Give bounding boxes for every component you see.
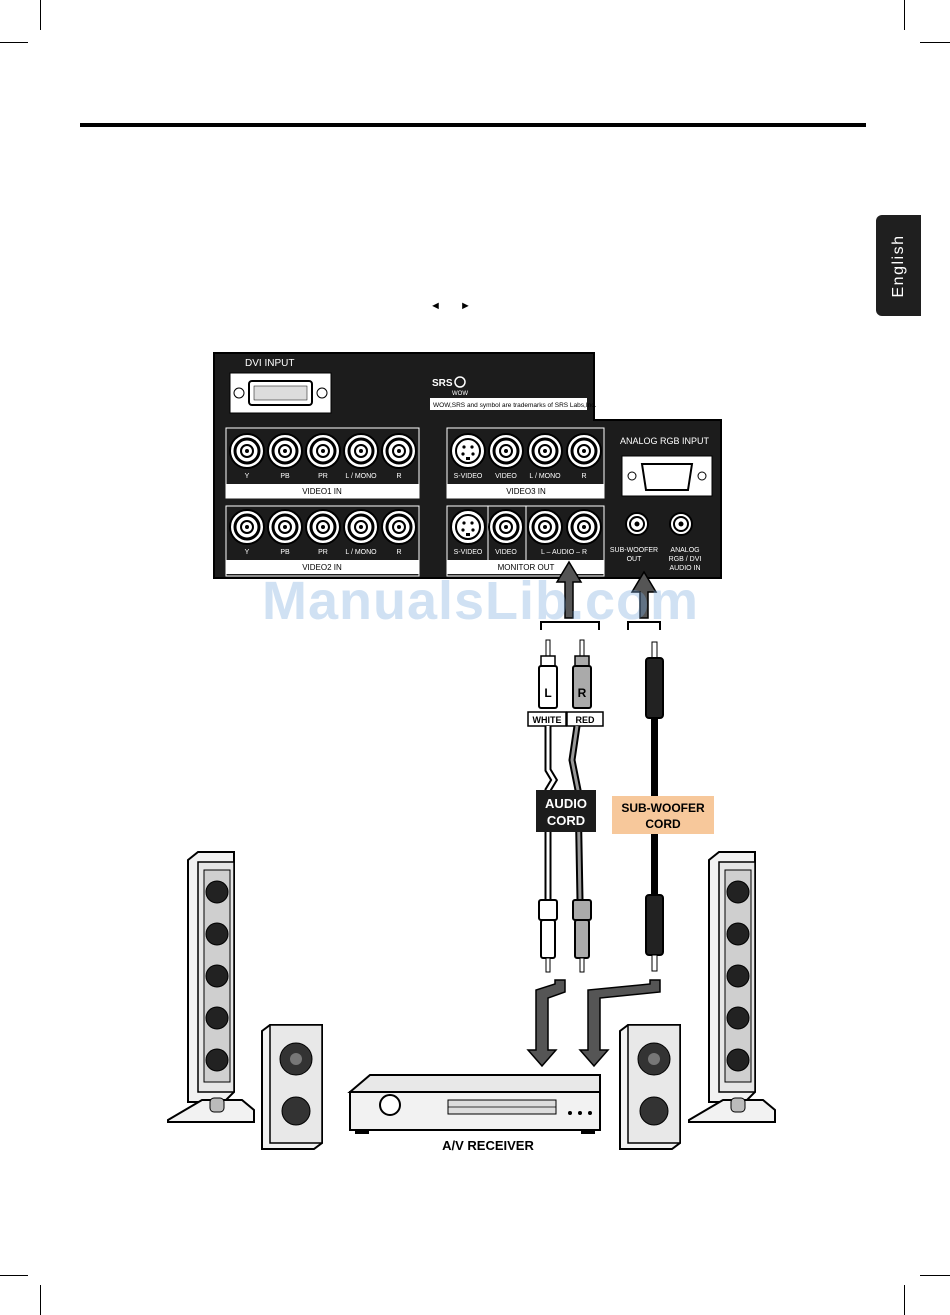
jack-label: R	[396, 549, 401, 556]
jack-label: PR	[318, 473, 328, 480]
analog-audio-label-3: AUDIO IN	[669, 565, 700, 572]
left-tower-speaker	[167, 851, 255, 1123]
header-rule	[80, 123, 866, 127]
analog-audio-label-2: RGB / DVI	[669, 556, 702, 563]
jack-label: L / MONO	[529, 473, 561, 480]
jack-label: R	[581, 473, 586, 480]
audio-cord-label-1: AUDIO	[545, 796, 587, 811]
bracket	[627, 621, 661, 630]
jack-label: Y	[245, 549, 250, 556]
analog-rgb-label: ANALOG RGB INPUT	[620, 436, 710, 446]
video3-group: S-VIDEO VIDEO L / MONO R VIDEO3 IN	[446, 427, 605, 499]
crop-mark	[904, 0, 905, 30]
plug-l-label: L	[544, 686, 551, 700]
audio-cord-label-2: CORD	[547, 813, 585, 828]
vga-port	[621, 455, 713, 497]
analog-audio-in-jack	[669, 512, 693, 536]
crop-mark	[40, 1285, 41, 1315]
srs-logo: SRS	[432, 378, 453, 389]
srs-wow: WOW	[452, 391, 468, 397]
analog-audio-label-1: ANALOG	[670, 547, 699, 554]
subwoofer-cord: SUB-WOOFER CORD	[612, 641, 714, 972]
plug-r-label: R	[578, 686, 587, 700]
jack-label: L – AUDIO – R	[541, 549, 587, 556]
jack-label: L / MONO	[345, 549, 377, 556]
av-receiver	[347, 1074, 601, 1134]
av-receiver-label: A/V RECEIVER	[442, 1138, 534, 1153]
jack-label: PR	[318, 549, 328, 556]
audio-cord: L R WHITE RED AUDIO CORD	[527, 639, 604, 973]
jack-label: Y	[245, 473, 250, 480]
jack-label: VIDEO	[495, 473, 517, 480]
monitor-out-title: MONITOR OUT	[498, 563, 555, 572]
video1-title: VIDEO1 IN	[302, 487, 342, 496]
rear-panel: DVI INPUT SRS WOW WOW,SRS and symbol are…	[213, 352, 722, 579]
video2-group: Y PB PR L / MONO R VIDEO2 IN	[225, 505, 420, 577]
jack-label: L / MONO	[345, 473, 377, 480]
monitor-out-group: S-VIDEO VIDEO L – AUDIO – R MONITOR OUT	[446, 505, 605, 577]
jack-label: PB	[280, 473, 290, 480]
subwoofer-out-label-2: OUT	[627, 556, 643, 563]
jack-label: S-VIDEO	[454, 549, 483, 556]
bracket	[540, 621, 600, 630]
subwoofer-cord-label-2: CORD	[645, 817, 681, 831]
language-tab: English	[876, 215, 921, 316]
jack-label: S-VIDEO	[454, 473, 483, 480]
crop-mark	[0, 42, 28, 43]
jack-label: R	[396, 473, 401, 480]
right-bookshelf-speaker	[619, 1024, 681, 1150]
left-bookshelf-speaker	[261, 1024, 323, 1150]
nav-arrows: ◄ ►	[430, 300, 479, 312]
jack-label: PB	[280, 549, 290, 556]
white-tag: WHITE	[533, 715, 562, 725]
crop-mark	[920, 42, 950, 43]
subwoofer-out-label-1: SUB-WOOFER	[610, 547, 658, 554]
srs-circle-icon	[454, 376, 466, 388]
jack-label: VIDEO	[495, 549, 517, 556]
video2-title: VIDEO2 IN	[302, 563, 342, 572]
crop-mark	[0, 1275, 28, 1276]
crop-mark	[904, 1285, 905, 1315]
crop-mark	[40, 0, 41, 30]
srs-trademark: WOW,SRS and symbol are trademarks of SRS…	[433, 402, 596, 409]
dvi-port	[229, 372, 332, 414]
subwoofer-out-jack	[625, 512, 649, 536]
red-tag: RED	[575, 715, 595, 725]
crop-mark	[920, 1275, 950, 1276]
down-arrow-icon	[526, 979, 661, 1068]
subwoofer-cord-label-1: SUB-WOOFER	[621, 801, 705, 815]
video3-title: VIDEO3 IN	[506, 487, 546, 496]
right-tower-speaker	[688, 851, 776, 1123]
up-arrow-icon	[555, 560, 658, 619]
video1-group: Y PB PR L / MONO R VIDEO1 IN	[225, 427, 420, 499]
dvi-input-label: DVI INPUT	[245, 358, 294, 369]
watermark: ManualsLib.com	[262, 571, 700, 631]
